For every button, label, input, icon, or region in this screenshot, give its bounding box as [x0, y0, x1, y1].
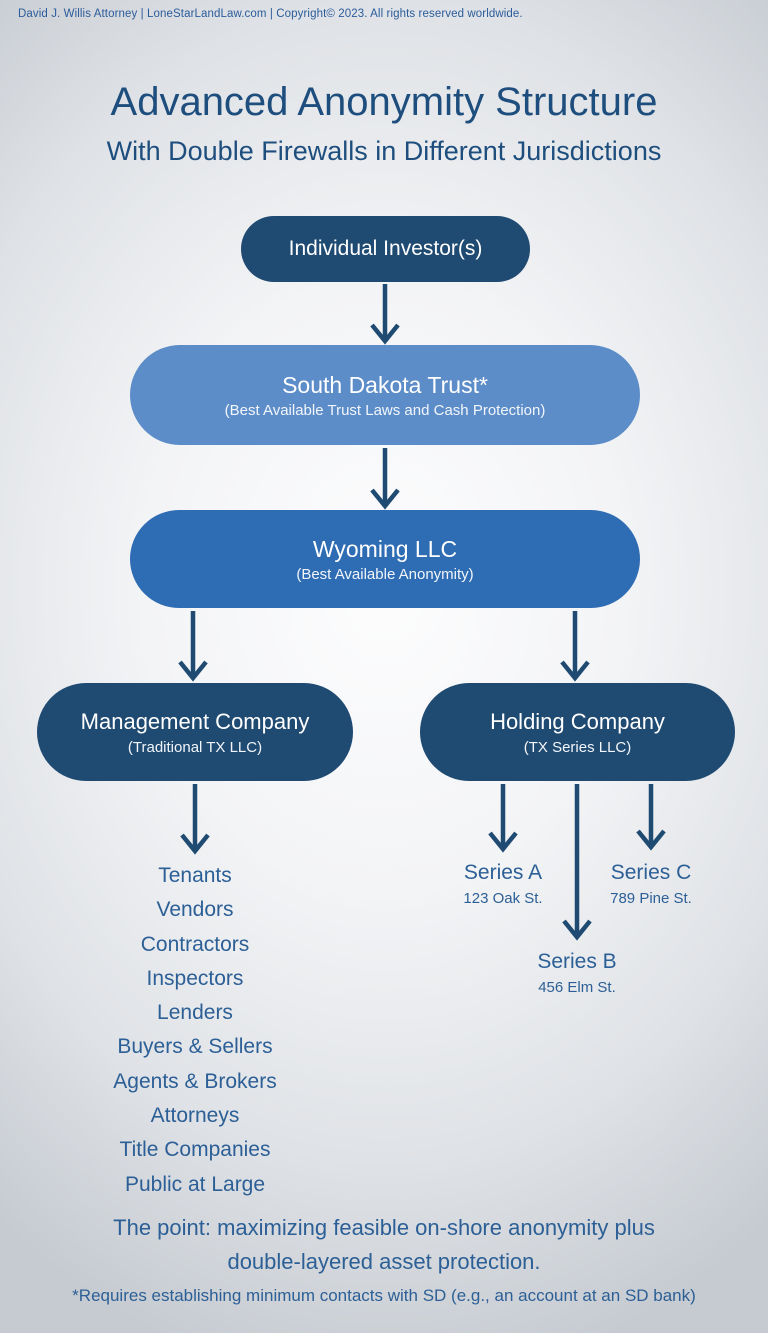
list-item: Inspectors — [146, 966, 244, 990]
series-name: Series A — [463, 861, 543, 884]
node-sublabel: (Traditional TX LLC) — [127, 738, 263, 756]
node-individual-investors: Individual Investor(s) — [241, 216, 530, 282]
arrow-holding-to-series-a — [488, 784, 518, 853]
list-item: Title Companies — [119, 1138, 271, 1162]
list-item: Vendors — [156, 898, 234, 922]
arrow-holding-to-series-c — [636, 784, 666, 851]
series-address: 456 Elm St. — [538, 979, 616, 996]
page-subtitle: With Double Firewalls in Different Juris… — [106, 136, 662, 166]
series-address: 789 Pine St. — [610, 890, 692, 907]
node-label: Holding Company — [490, 709, 665, 735]
list-item: Public at Large — [124, 1172, 266, 1196]
arrow-trust-to-wyoming — [370, 448, 400, 510]
conclusion-line-2: double-layered asset protection. — [227, 1249, 541, 1274]
arrow-wyoming-to-management — [178, 611, 208, 682]
arrow-wyoming-to-holding — [560, 611, 590, 682]
node-holding-company: Holding Company (TX Series LLC) — [420, 683, 735, 781]
series-b-block: Series B 456 Elm St. — [497, 949, 657, 999]
list-item: Lenders — [157, 1001, 233, 1025]
series-name: Series C — [610, 861, 692, 884]
series-name: Series B — [537, 950, 617, 973]
series-address: 123 Oak St. — [463, 890, 543, 907]
list-item: Attorneys — [150, 1104, 240, 1128]
list-item: Buyers & Sellers — [117, 1035, 273, 1059]
list-item: Tenants — [158, 864, 232, 887]
list-item: Contractors — [140, 932, 250, 956]
node-label: Individual Investor(s) — [288, 236, 483, 260]
node-label: Management Company — [80, 709, 310, 735]
arrow-management-to-contacts — [180, 784, 210, 855]
list-item: Agents & Brokers — [113, 1069, 277, 1093]
node-sublabel: (TX Series LLC) — [523, 738, 632, 756]
node-sublabel: (Best Available Anonymity) — [296, 566, 474, 584]
conclusion-line-1: The point: maximizing feasible on-shore … — [113, 1215, 655, 1240]
node-wyoming-llc: Wyoming LLC (Best Available Anonymity) — [130, 510, 640, 608]
node-management-company: Management Company (Traditional TX LLC) — [37, 683, 353, 781]
series-c-block: Series C 789 Pine St. — [571, 860, 731, 910]
node-south-dakota-trust: South Dakota Trust* (Best Available Trus… — [130, 345, 640, 445]
node-label: South Dakota Trust* — [282, 371, 488, 398]
node-label: Wyoming LLC — [312, 535, 458, 562]
page-title: Advanced Anonymity Structure — [110, 80, 658, 124]
series-a-block: Series A 123 Oak St. — [423, 860, 583, 910]
copyright-bar: David J. Willis Attorney | LoneStarLandL… — [18, 8, 523, 20]
third-party-contacts-list: Tenants Vendors Contractors Inspectors L… — [45, 859, 345, 1202]
footnote: *Requires establishing minimum contacts … — [72, 1286, 696, 1305]
arrow-investor-to-trust — [370, 284, 400, 345]
node-sublabel: (Best Available Trust Laws and Cash Prot… — [224, 402, 546, 420]
